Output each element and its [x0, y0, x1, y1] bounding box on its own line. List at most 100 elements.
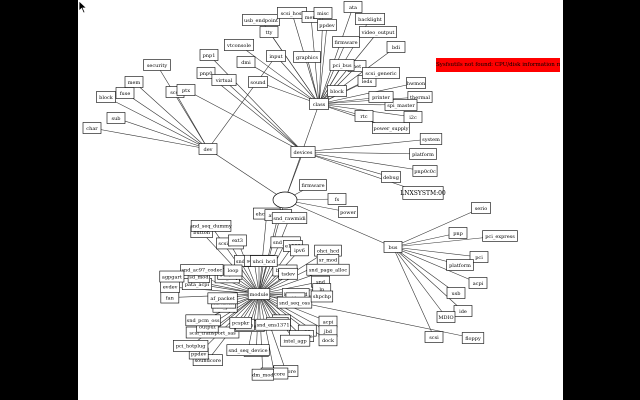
node-m_snd_ac97[interactable]: snd_ac97_codec: [180, 264, 224, 276]
node-m_dm_mod[interactable]: dm_mod: [251, 368, 274, 381]
node-firmware_cls[interactable]: firmware: [332, 36, 360, 48]
node-virtual[interactable]: virtual: [211, 74, 237, 86]
node-devices[interactable]: devices: [290, 146, 316, 158]
node-m_snd_pcm_oss[interactable]: snd_pcm_oss: [185, 314, 221, 327]
node-m_uhci_hcd[interactable]: uhci_hcd: [250, 255, 278, 267]
node-pci_bus[interactable]: pci_bus: [329, 59, 355, 71]
node-vtconsole[interactable]: vtconsole: [224, 39, 255, 51]
edge-devices-pnp1: [208, 54, 304, 153]
node-fs[interactable]: fs: [327, 193, 347, 205]
node-m_fan[interactable]: fan: [160, 291, 180, 304]
node-m_snd_ens1371[interactable]: snd_ens1371: [255, 318, 291, 331]
node-rtc[interactable]: rtc: [354, 110, 374, 122]
node-block_cls[interactable]: block: [327, 85, 347, 97]
node-serio[interactable]: serio: [471, 202, 491, 214]
node-thermal[interactable]: thermal: [407, 91, 433, 103]
node-i2c[interactable]: i2c: [403, 111, 423, 123]
node-m_pcspkr[interactable]: pcspkr: [229, 316, 252, 329]
node-m_evdev[interactable]: evdev: [160, 281, 180, 293]
node-system[interactable]: system: [419, 133, 443, 145]
node-mem[interactable]: mem: [124, 76, 144, 88]
node-m_agpgart[interactable]: agpgart: [159, 270, 185, 283]
node-ptx[interactable]: ptx: [176, 84, 196, 96]
edge-devices-debug: [302, 151, 392, 178]
node-m_tsdev[interactable]: tsdev: [278, 267, 298, 280]
node-label: i2c_core: [264, 371, 285, 377]
node-m_snd_rawmidi[interactable]: snd_rawmidi: [271, 212, 308, 224]
node-label: vtconsole: [226, 43, 251, 49]
node-m_shpchp[interactable]: shpchp: [310, 290, 334, 303]
node-m_ext3[interactable]: ext3: [228, 234, 247, 247]
node-m_ipv6[interactable]: ipv6: [290, 244, 309, 257]
node-sub[interactable]: sub: [106, 112, 126, 124]
node-box: [199, 49, 219, 61]
node-firmware[interactable]: firmware: [299, 179, 327, 191]
edge-devices-lnxsystm: [302, 151, 424, 194]
node-m_pci_hotplug[interactable]: pci_hotplug: [173, 340, 209, 352]
node-pnp0c0c[interactable]: pnp0c0c: [412, 165, 438, 177]
node-pnp_bus[interactable]: pnp: [448, 227, 468, 239]
node-bus[interactable]: bus: [383, 241, 403, 253]
node-m_snd_seq_dummy[interactable]: snd_seq_dummy: [190, 220, 232, 232]
edge-bus-mdio: [392, 246, 447, 318]
node-input[interactable]: input: [266, 50, 286, 62]
node-usb[interactable]: usb: [446, 287, 466, 299]
node-pci[interactable]: pci: [469, 251, 489, 263]
node-security[interactable]: security: [143, 59, 171, 71]
node-root[interactable]: [272, 191, 298, 209]
node-label: button: [193, 230, 210, 236]
node-pnp0[interactable]: pnp0: [196, 67, 216, 79]
node-debug[interactable]: debug: [381, 171, 401, 183]
edge-module-m_usbcore: [258, 293, 287, 372]
node-m_dock[interactable]: dock: [318, 334, 338, 347]
node-m_intel_agp[interactable]: intel_agp: [280, 334, 311, 347]
node-mdio[interactable]: MDIO: [436, 311, 456, 323]
node-box: [338, 206, 358, 218]
node-sound[interactable]: sound: [248, 76, 268, 88]
node-printer[interactable]: printer: [368, 91, 394, 103]
node-lnxsystm[interactable]: LNXSYSTM:00: [400, 186, 446, 200]
node-m_loop[interactable]: loop: [223, 264, 243, 277]
node-char[interactable]: char: [82, 122, 102, 134]
node-ata[interactable]: ata: [343, 1, 363, 13]
node-m_acpi[interactable]: acpi: [318, 315, 338, 328]
node-block[interactable]: block: [96, 91, 116, 103]
node-ide[interactable]: ide: [453, 305, 473, 317]
node-box: [448, 227, 468, 239]
node-pnp1[interactable]: pnp1: [199, 49, 219, 61]
node-m_floppy[interactable]: floppy: [461, 332, 485, 344]
node-dev[interactable]: dev: [198, 143, 218, 155]
node-backlight[interactable]: backlight: [354, 13, 385, 25]
node-tty[interactable]: tty: [259, 26, 279, 38]
node-label: pci_bus: [332, 63, 352, 69]
node-acpi[interactable]: acpi: [468, 277, 488, 289]
node-class[interactable]: class: [309, 98, 329, 110]
node-dmi[interactable]: dmi: [236, 56, 256, 68]
node-module[interactable]: module: [247, 288, 271, 300]
node-hwmon[interactable]: hwmon: [406, 77, 427, 89]
node-ppdev[interactable]: ppdev: [317, 19, 337, 31]
node-m_snd_page_alloc[interactable]: snd_page_alloc: [306, 263, 350, 276]
node-label: scsi_transport_sas: [189, 330, 236, 336]
node-spi_master[interactable]: spi_master: [384, 99, 418, 111]
node-m_af_packet[interactable]: af_packet: [207, 292, 238, 305]
node-m_sr_mod[interactable]: sr_mod: [316, 254, 340, 266]
node-m_snd_seq_oss[interactable]: snd_seq_oss: [276, 296, 313, 309]
node-m_snd_seq_device[interactable]: snd_seq_device: [226, 344, 270, 356]
edge-devices-pnp0: [205, 72, 304, 153]
node-label: sub: [112, 116, 121, 122]
edge-class-dmi: [245, 61, 320, 105]
node-platform_bus[interactable]: platform: [446, 259, 474, 271]
node-bdi[interactable]: bdi: [386, 41, 406, 53]
node-power[interactable]: power: [338, 206, 358, 218]
node-pci_express[interactable]: pci_express: [482, 230, 518, 242]
node-scsi_bus[interactable]: scsi: [424, 331, 444, 343]
node-fuse[interactable]: fuse: [115, 87, 135, 99]
node-scsi_generic[interactable]: scsi_generic: [362, 67, 400, 79]
node-power_supply[interactable]: power_supply: [372, 122, 410, 134]
node-platform[interactable]: platform: [409, 148, 437, 160]
node-video_output[interactable]: video_output: [359, 26, 397, 38]
node-usb_endpoint[interactable]: usb_endpoint: [242, 14, 280, 26]
node-graphics[interactable]: graphics: [293, 51, 321, 63]
node-misc[interactable]: misc: [313, 7, 333, 19]
